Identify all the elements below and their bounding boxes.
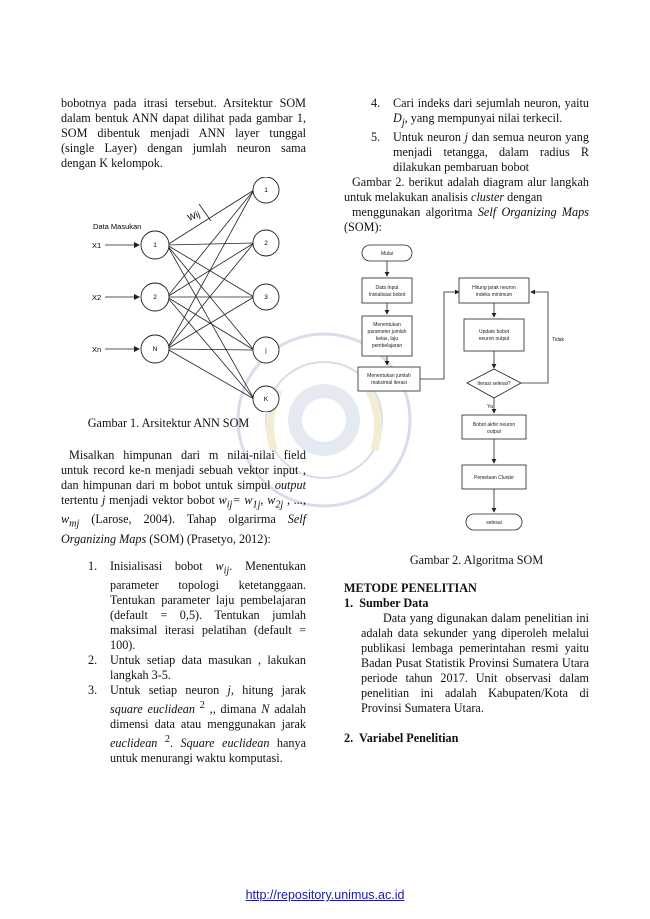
node-label: 3 [264, 294, 268, 301]
algorithm-steps-continued: 4. Cari indeks dari sejumlah neuron, yai… [371, 96, 589, 175]
flow-label: selesai [486, 520, 502, 526]
flow-label: Hitung jarak neuron [472, 285, 516, 291]
paragraph: Misalkan himpunan dari m nilai-nilai fie… [61, 448, 307, 546]
flow-decision [466, 368, 522, 399]
flow-label: Update bobot [479, 329, 510, 335]
flow-label: indeks minimum [476, 292, 512, 298]
input-title: Data Masukan [93, 222, 141, 231]
flow-label: Ya [487, 404, 493, 410]
output-node [252, 283, 280, 311]
som-flowchart-figure: Mulai Data Input Inisialisasi bobot Mene… [357, 245, 565, 531]
figure-caption: Gambar 1. Arsitektur ANN SOM [87, 416, 250, 430]
university-seal-watermark [236, 332, 412, 508]
flow-label: Menentukan jumlah [367, 373, 411, 379]
footer: http://repository.unimus.ac.id [0, 888, 650, 902]
output-node [252, 385, 280, 412]
flow-label: Pemetaan Cluster [474, 475, 514, 481]
input-node [140, 230, 170, 260]
list-item: 4. Cari indeks dari sejumlah neuron, yai… [371, 96, 589, 129]
weight-label: Wij [186, 209, 201, 223]
input-node [140, 334, 170, 364]
right-column: 4. Cari indeks dari sejumlah neuron, yai… [344, 96, 589, 746]
flow-label: Bobot akhir neuron [473, 422, 515, 428]
flow-label: neuron output [479, 336, 510, 342]
algorithm-steps: 1. Inisialisasi bobot wij. Menentukan pa… [88, 559, 306, 767]
paragraph: Data yang digunakan dalam penelitian ini… [361, 611, 589, 716]
list-item: 3. Untuk setiap neuron j, hitung jarak s… [88, 683, 307, 766]
output-node [252, 229, 280, 257]
flow-end [465, 514, 523, 531]
flow-box [357, 367, 421, 392]
node-label: j [264, 347, 266, 354]
paragraph: Gambar 2. berikut adalah diagram alur la… [344, 175, 589, 205]
flow-label: Tidak [552, 337, 565, 343]
section-heading: METODE PENELITIAN [344, 581, 477, 596]
node-label: N [153, 346, 158, 353]
paragraph: menggunakan algoritma Self Organizing Ma… [344, 205, 589, 235]
list-item: 5. Untuk neuron j dan semua neuron yang … [371, 130, 589, 175]
flow-start [361, 245, 413, 262]
list-item: 2. Untuk setiap data masukan , lakukan l… [88, 653, 306, 683]
flow-label: kelas, laju [376, 336, 398, 342]
flow-box [463, 319, 525, 352]
paragraph: bobotnya pada itrasi tersebut. Arsitektu… [61, 96, 306, 170]
node-label: 1 [264, 187, 268, 194]
node-label: 2 [264, 240, 268, 247]
flow-label: Inisialisasi bobot [369, 292, 406, 298]
flow-box [458, 278, 530, 304]
flow-label: output [487, 429, 502, 435]
output-node [252, 336, 280, 364]
flow-label: maksimal iterasi [371, 380, 407, 386]
left-column: bobotnya pada itrasi tersebut. Arsitektu… [61, 96, 306, 766]
figure-caption: Gambar 2. Algoritma SOM [409, 553, 544, 568]
input-label: X2 [92, 293, 101, 302]
input-label: Xn [92, 345, 101, 354]
input-node [140, 282, 170, 312]
flow-box [361, 278, 413, 304]
input-label: X1 [92, 241, 101, 250]
node-label: 2 [153, 294, 157, 301]
node-label: K [264, 396, 269, 403]
flow-label: parameter jumlah [368, 329, 407, 335]
flow-box [461, 465, 527, 490]
ann-som-architecture-figure: Data Masukan Wij X1 X2 Xn 1 2 N 1 2 3 j … [92, 177, 280, 412]
flow-label: Menentukan [373, 322, 401, 328]
flow-box [361, 316, 413, 357]
subsection-heading: 1. Sumber Data [344, 596, 429, 611]
flow-label: Data Input [375, 285, 399, 291]
flow-label: Mulai [381, 251, 393, 257]
list-item: 1. Inisialisasi bobot wij. Menentukan pa… [88, 558, 306, 653]
node-label: 1 [153, 242, 157, 249]
flow-label: pembelajaran [372, 343, 403, 349]
repository-link[interactable]: http://repository.unimus.ac.id [245, 888, 405, 902]
flow-box [461, 415, 527, 440]
subsection-heading: 2. Variabel Penelitian [344, 731, 459, 746]
flow-label: Iterasi selesai? [477, 381, 511, 387]
output-node [252, 177, 280, 204]
